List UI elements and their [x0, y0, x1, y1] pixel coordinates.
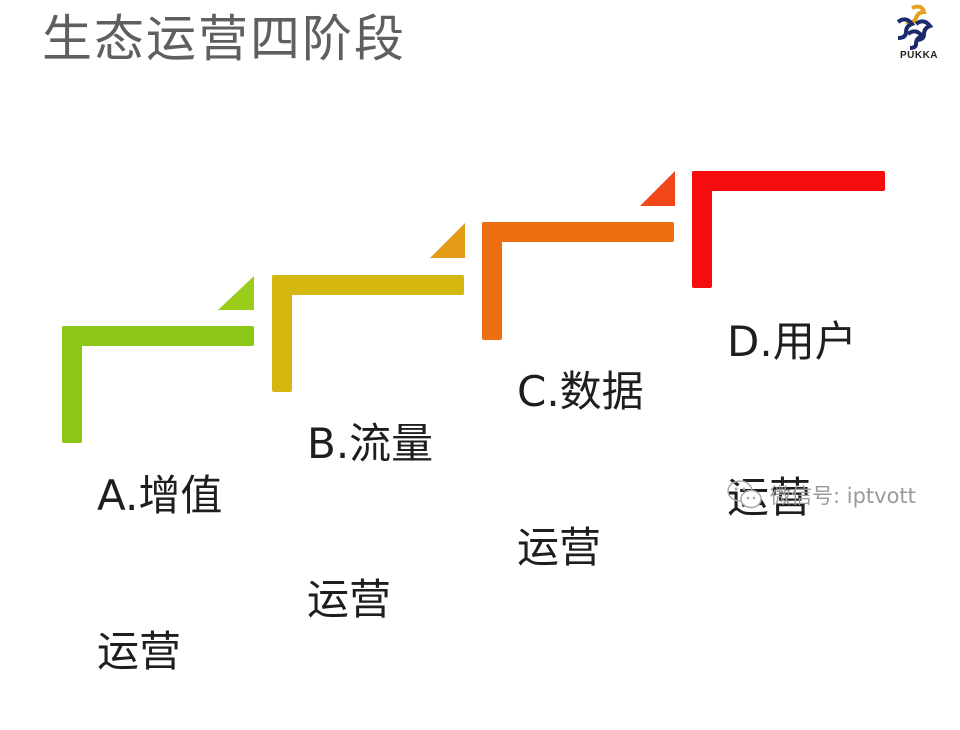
step-d-bracket-vertical	[692, 171, 712, 288]
wechat-icon	[727, 480, 762, 509]
step-b-label: B.流量 运营	[307, 314, 433, 678]
pukka-s-logo-icon	[896, 4, 934, 50]
step-a-bracket-horizontal	[62, 326, 254, 346]
step-a-triangle-icon	[218, 276, 254, 310]
step-b-label-line2: 运营	[307, 575, 392, 624]
logo-text: PUKKA	[899, 50, 939, 61]
step-c-label-line2: 运营	[517, 523, 602, 572]
step-c-triangle-icon	[640, 171, 675, 206]
step-a-label-line2: 运营	[97, 627, 182, 676]
slide-title: 生态运营四阶段	[42, 10, 406, 68]
step-c-bracket-horizontal	[482, 222, 674, 242]
pukka-logo: PUKKA	[888, 4, 950, 64]
step-c-label: C.数据 运营	[517, 262, 644, 626]
step-a-bracket-vertical	[62, 326, 82, 443]
step-c-label-line1: C.数据	[517, 367, 644, 416]
step-a-label: A.增值 运营	[97, 366, 222, 730]
step-b-label-line1: B.流量	[307, 419, 434, 468]
step-c-bracket-vertical	[482, 222, 502, 340]
wechat-watermark: 微信号: iptvott	[726, 478, 916, 512]
step-a-label-line1: A.增值	[97, 471, 223, 520]
watermark-text: 微信号: iptvott	[770, 484, 916, 508]
step-d-label-line1: D.用户	[727, 317, 857, 366]
step-d-label: D.用户 运营	[727, 212, 857, 576]
step-b-bracket-horizontal	[272, 275, 464, 295]
step-d-bracket-horizontal	[692, 171, 885, 191]
step-b-bracket-vertical	[272, 275, 292, 392]
step-b-triangle-icon	[430, 223, 465, 258]
